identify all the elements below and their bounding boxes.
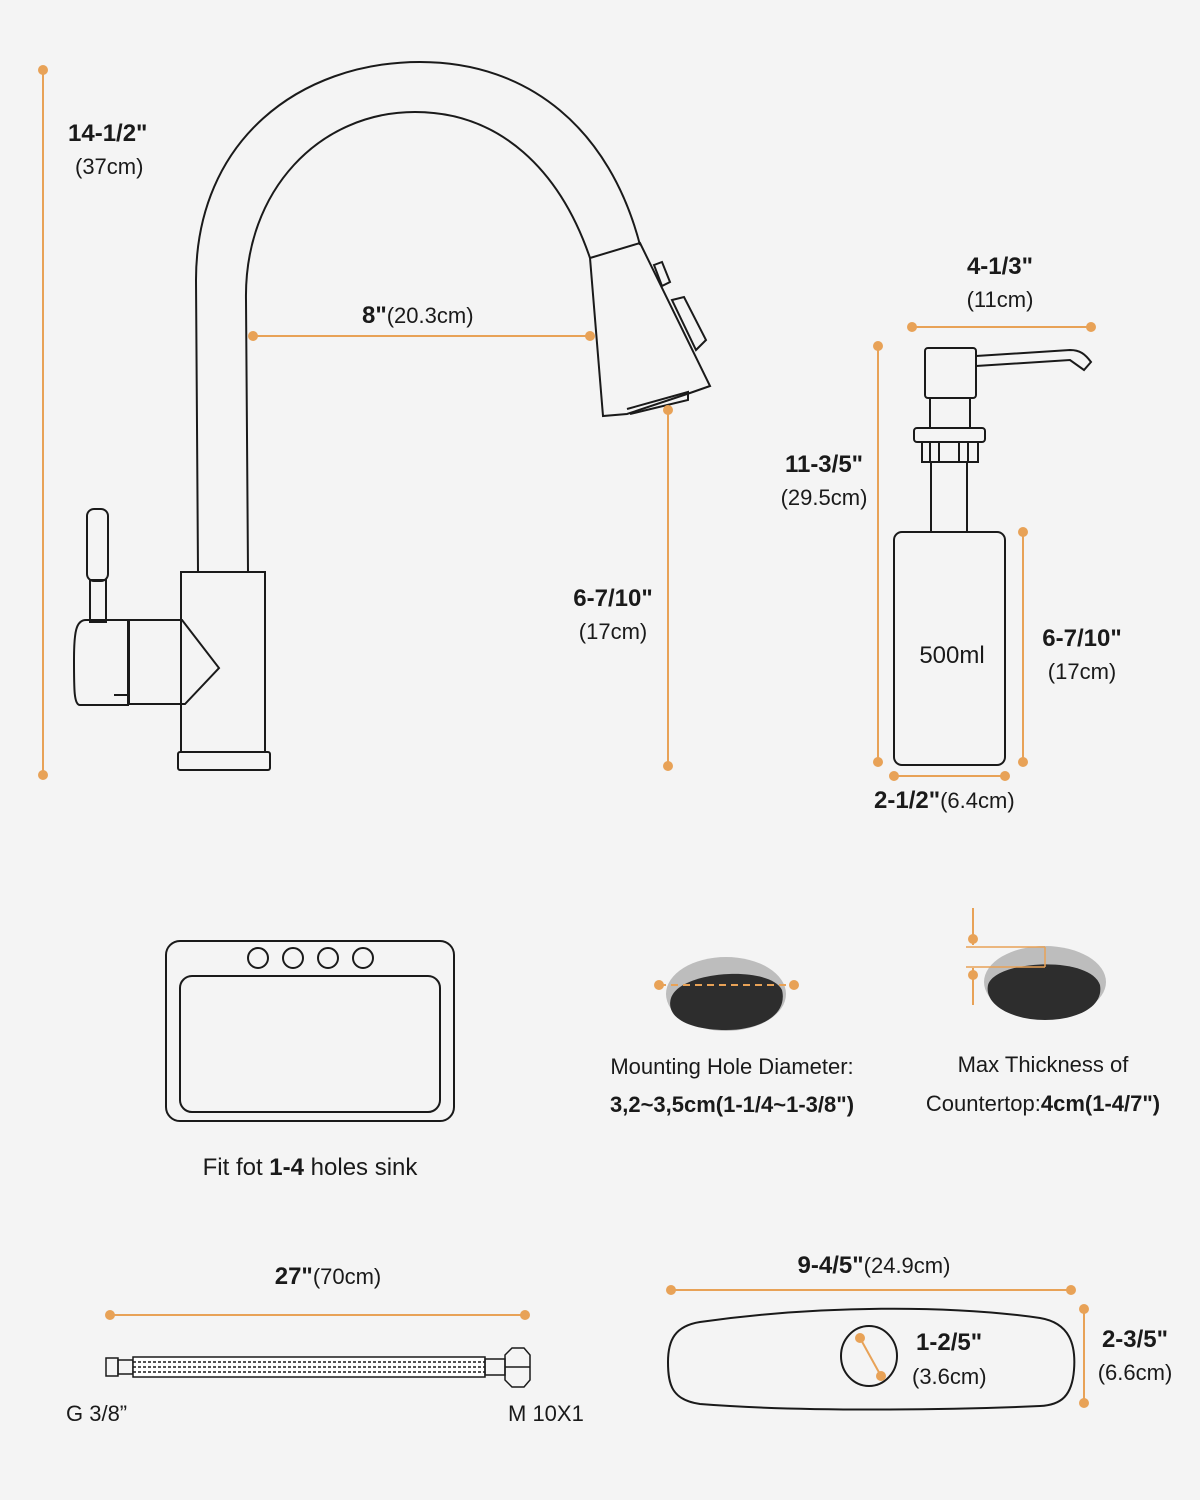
dispenser-width-cm: (11cm)	[966, 287, 1034, 312]
spout-height-in: 6-7/10"	[573, 585, 653, 612]
faucet-reach-cm: (20.3cm)	[386, 303, 474, 328]
dispenser-width-in: 4-1/3"	[966, 253, 1034, 280]
dispenser-height-cm: (29.5cm)	[780, 485, 868, 510]
bottle-height-in: 6-7/10"	[1042, 625, 1122, 652]
hose-length-cm: (70cm)	[312, 1264, 382, 1289]
mounting-hole-drawing	[666, 957, 786, 1031]
sink-caption-bold: 1-4	[269, 1154, 304, 1181]
dimension-lines	[38, 65, 1096, 1408]
bottle-capacity: 500ml	[919, 642, 985, 669]
faucet-reach-in: 8"	[362, 302, 387, 329]
deck-plate-drawing	[666, 1307, 1076, 1411]
countertop-value-bold: 4cm(1-4/7")	[1040, 1091, 1161, 1116]
mounting-hole-value: 3,2~3,5cm(1-1/4~1-3/8")	[609, 1092, 855, 1117]
sink-caption-post: holes sink	[303, 1154, 418, 1181]
hose-drawing	[105, 1347, 531, 1388]
faucet-drawing	[72, 60, 712, 771]
hose-left-thread: G 3/8”	[66, 1401, 128, 1426]
hose-right-thread: M 10X1	[508, 1401, 584, 1426]
sink-caption: Fit fot 1-4 holes sink	[203, 1156, 418, 1180]
mounting-hole-label: Mounting Hole Diameter:	[610, 1054, 854, 1079]
countertop-hole-drawing	[984, 946, 1106, 1020]
countertop-value-pre: Countertop:	[925, 1091, 1041, 1116]
soap-dispenser-drawing	[893, 347, 1093, 766]
hose-length-in: 27"	[274, 1263, 313, 1290]
bottle-width-cm: (6.4cm)	[940, 788, 1015, 813]
bottle-height-cm: (17cm)	[1047, 659, 1117, 684]
bottle-width-in: 2-1/2"	[874, 787, 941, 814]
deck-hole-in: 1-2/5"	[916, 1329, 983, 1356]
deck-length-in: 9-4/5"	[797, 1252, 864, 1279]
countertop-label: Max Thickness of	[957, 1052, 1129, 1077]
deck-width-in: 2-3/5"	[1101, 1326, 1169, 1353]
countertop-value: Countertop:4cm(1-4/7")	[926, 1093, 1160, 1115]
sink-drawing	[165, 940, 455, 1122]
deck-hole-cm: (3.6cm)	[912, 1364, 987, 1389]
faucet-height-cm: (37cm)	[75, 154, 144, 179]
dispenser-height-in: 11-3/5"	[784, 451, 864, 478]
deck-length-cm: (24.9cm)	[863, 1253, 951, 1278]
spout-height-cm: (17cm)	[578, 619, 648, 644]
sink-caption-pre: Fit fot	[202, 1154, 270, 1181]
faucet-height-in: 14-1/2"	[68, 120, 148, 147]
deck-width-cm: (6.6cm)	[1097, 1360, 1173, 1385]
